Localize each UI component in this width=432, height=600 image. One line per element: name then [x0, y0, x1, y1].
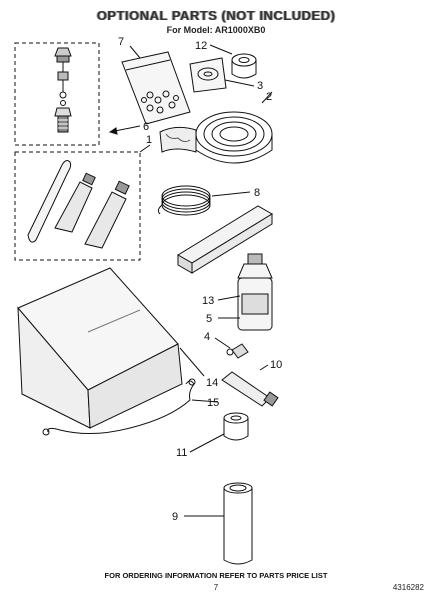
arrow-6 — [108, 127, 118, 135]
callout-11: 11 — [176, 447, 187, 459]
tube-part-10 — [221, 371, 279, 407]
leader-4 — [214, 337, 231, 349]
leader-10 — [259, 364, 269, 371]
leader-1 — [139, 144, 151, 153]
cover-part-14 — [17, 267, 183, 429]
leader-2 — [261, 91, 273, 104]
callout-5: 5 — [206, 313, 212, 325]
callout-14: 14 — [206, 377, 218, 389]
leader-12 — [209, 44, 233, 55]
callout-7: 7 — [118, 36, 124, 48]
callout-2: 2 — [266, 91, 272, 103]
callout-1: 1 — [146, 134, 152, 146]
model-subtitle: For Model: AR1000XB0 — [166, 25, 266, 35]
leader-3 — [224, 79, 255, 87]
foam-roll-part-12 — [231, 53, 257, 79]
bungee-cord-part-15 — [42, 378, 196, 436]
leader-7 — [129, 45, 141, 59]
plug-part-4 — [226, 343, 249, 359]
wire-coil-part-8 — [157, 185, 211, 216]
page-title: OPTIONAL PARTS (NOT INCLUDED) — [96, 8, 336, 23]
foam-block — [177, 205, 273, 274]
callout-9: 9 — [172, 511, 178, 523]
tape-roll-part-3 — [189, 57, 227, 93]
ordering-note: FOR ORDERING INFORMATION REFER TO PARTS … — [104, 571, 328, 580]
callout-10: 10 — [270, 359, 282, 371]
tape-roll-part-11 — [223, 412, 249, 441]
cleaner-bottle-part-5 — [237, 253, 273, 331]
dashed-box-part-1 — [14, 151, 141, 261]
leader-14 — [179, 347, 205, 377]
aerosol-can-part-9 — [223, 482, 253, 565]
dashed-box-part-6 — [14, 42, 100, 146]
page-number: 7 — [213, 583, 219, 592]
callout-4: 4 — [204, 331, 210, 343]
sealant-tubes-part-1 — [27, 160, 130, 249]
callout-12: 12 — [195, 40, 207, 52]
valve-fitting-part-6 — [54, 47, 72, 133]
leader-8 — [211, 191, 251, 197]
insulation-tape-part-2 — [159, 111, 273, 164]
callout-3: 3 — [257, 80, 263, 92]
leader-13 — [217, 295, 241, 301]
leader-11 — [189, 433, 225, 453]
hardware-bag-part-7 — [121, 51, 191, 125]
leader-15 — [191, 399, 219, 403]
document-number: 4316282 — [392, 583, 424, 592]
callout-13: 13 — [202, 295, 214, 307]
callout-15: 15 — [207, 397, 219, 409]
callout-8: 8 — [254, 187, 260, 199]
callout-6: 6 — [143, 121, 149, 133]
